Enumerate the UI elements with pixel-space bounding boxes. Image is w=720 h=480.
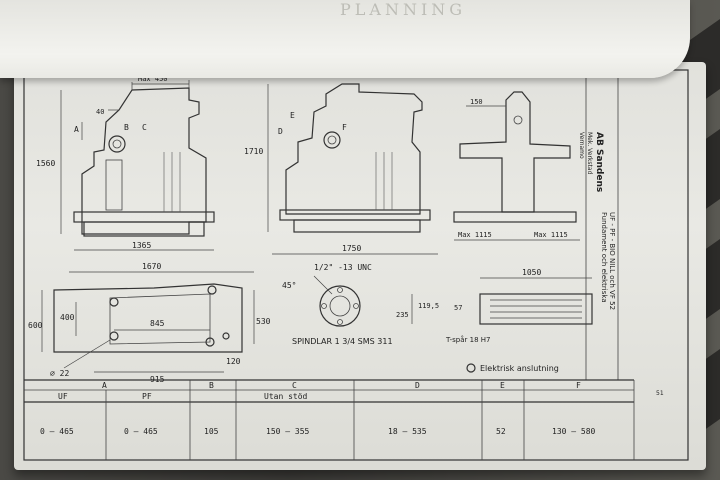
svg-text:Max 1115: Max 1115 [534, 231, 568, 239]
svg-text:235: 235 [396, 311, 409, 319]
svg-text:150: 150 [470, 98, 483, 106]
table-header: A [102, 381, 107, 390]
bolt-hole [109, 297, 119, 307]
table-subheader: PF [142, 392, 152, 401]
bolt-hole [109, 331, 119, 341]
svg-text:1/2" -13 UNC: 1/2" -13 UNC [314, 263, 372, 272]
svg-text:1050: 1050 [522, 268, 541, 277]
bolt-hole [205, 337, 215, 347]
bolt-hole [207, 285, 217, 295]
table-cell: 150 — 355 [266, 427, 310, 436]
svg-text:119,5: 119,5 [418, 302, 439, 310]
sidebar-models: UF - PF - BIO NILL och VF 52 [608, 212, 616, 310]
svg-text:C: C [142, 123, 147, 132]
table-header: C [292, 381, 297, 390]
table-subheader: UF [58, 392, 68, 401]
svg-text:A: A [74, 125, 79, 134]
electric-connection-icon [222, 332, 230, 340]
svg-text:F: F [342, 123, 347, 132]
svg-text:530: 530 [256, 317, 271, 326]
table-cell: 105 [204, 427, 219, 436]
table-header: E [500, 381, 505, 390]
sidebar-company: AB Sandens Mek. Verkstad Vernamo [578, 132, 604, 192]
view-side-elevation: Max 450 40 A B C 1560 1365 1670 [36, 75, 254, 273]
table-header: F [576, 381, 581, 390]
svg-text:E: E [290, 111, 295, 120]
svg-text:Vernamo: Vernamo [578, 132, 585, 159]
view-tslot-table: 1050 119,5 57 235 T-spår 18 H7 [396, 268, 593, 344]
svg-text:D: D [278, 127, 283, 136]
table-header: D [415, 381, 420, 390]
view-foundation-plan: 600 400 845 530 120 915 ⌀ 22 [28, 283, 271, 384]
table-cell: 0 — 465 [40, 427, 74, 436]
legend-electric-connection: Elektrisk anslutning [466, 363, 559, 373]
sidebar-title: Fundament och elektriska [600, 212, 608, 303]
table-cell: 0 — 465 [124, 427, 158, 436]
svg-text:40: 40 [96, 108, 104, 116]
svg-text:400: 400 [60, 313, 75, 322]
svg-text:845: 845 [150, 319, 165, 328]
svg-text:Max 1115: Max 1115 [458, 231, 492, 239]
book-page-top: PLANNING [0, 0, 690, 78]
svg-text:1710: 1710 [244, 147, 263, 156]
view-front-elevation: E D F 1710 1750 [244, 83, 438, 255]
svg-text:B: B [124, 123, 129, 132]
svg-text:45°: 45° [282, 281, 296, 290]
svg-text:57: 57 [454, 304, 462, 312]
table-cell: 130 — 580 [552, 427, 596, 436]
table-cell: 52 [496, 427, 506, 436]
svg-text:Max 450: Max 450 [138, 75, 168, 83]
view-spindle-detail: 45° 1/2" -13 UNC SPINDLAR 1 3/4 SMS 311 [282, 263, 393, 346]
table-subheader: Utan stöd [264, 392, 308, 401]
table-header: B [209, 381, 214, 390]
svg-text:Mek. Verkstad: Mek. Verkstad [586, 132, 593, 175]
svg-text:Elektrisk anslutning: Elektrisk anslutning [480, 364, 559, 373]
svg-text:1750: 1750 [342, 244, 361, 253]
view-end-elevation: 150 Max 1115 Max 1115 [453, 91, 580, 241]
svg-text:1560: 1560 [36, 159, 55, 168]
svg-text:T-spår 18 H7: T-spår 18 H7 [445, 335, 491, 344]
svg-text:UF - PF - BIO NILL och VF 52: UF - PF - BIO NILL och VF 52 [608, 212, 616, 310]
svg-text:1670: 1670 [142, 262, 161, 271]
page-header-stamp: PLANNING [340, 0, 467, 19]
page-number: 51 [656, 390, 664, 397]
svg-text:120: 120 [226, 357, 241, 366]
hole-diameter-label: ⌀ 22 [50, 369, 69, 378]
svg-text:1365: 1365 [132, 241, 151, 250]
technical-drawing: AB Sandens Mek. Verkstad Vernamo Fundame… [23, 69, 689, 461]
table-cell: 18 — 535 [388, 427, 427, 436]
drawing-sheet: AB Sandens Mek. Verkstad Vernamo Fundame… [14, 62, 706, 470]
svg-text:Fundament och elektriska: Fundament och elektriska [600, 212, 608, 303]
electric-connection-icon [466, 363, 476, 373]
dimension-table: A B C D E F UF PF Utan stöd 0 — 465 0 — … [24, 379, 635, 460]
svg-text:SPINDLAR 1 3/4 SMS 311: SPINDLAR 1 3/4 SMS 311 [292, 337, 393, 346]
svg-text:AB Sandens: AB Sandens [594, 132, 604, 192]
svg-text:600: 600 [28, 321, 43, 330]
